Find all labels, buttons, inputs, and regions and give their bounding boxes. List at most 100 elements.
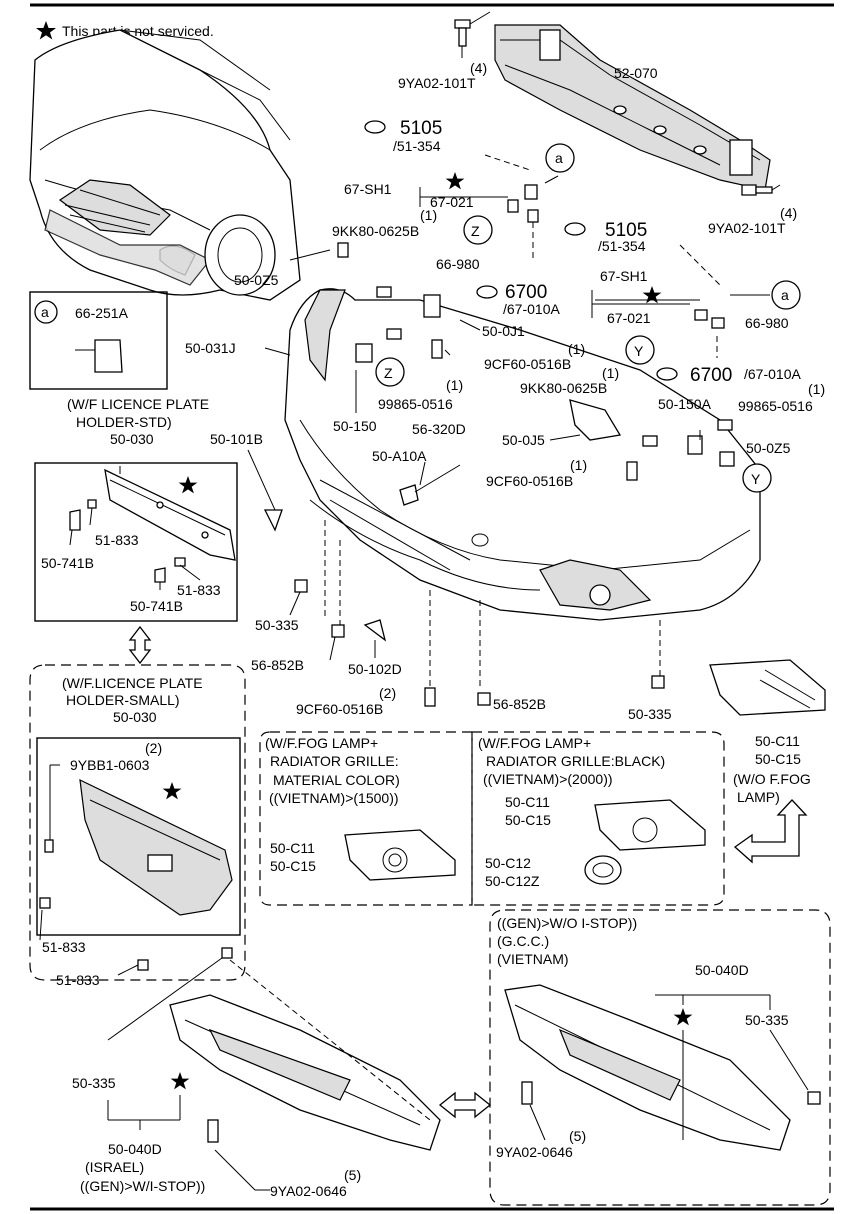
label-99865-0516-b-qty: (1)	[808, 381, 825, 397]
label-50-c11-b: 50-C11	[505, 794, 550, 810]
bolt-9ya02-101t-top	[454, 11, 491, 58]
label-gen-w: ((GEN)>W/I-STOP))	[80, 1178, 205, 1194]
label-a-circle-1: a	[555, 150, 563, 166]
bolt-9ya02-101t-right	[741, 184, 781, 196]
label-99865-0516-a: 99865-0516	[378, 396, 453, 412]
label-6700-a: 6700	[505, 282, 547, 303]
star-icon	[162, 782, 182, 800]
label-fog-mat-3: MATERIAL COLOR)	[273, 772, 400, 788]
label-9ya02-0646-a: 9YA02-0646	[496, 1144, 573, 1160]
label-9ya02-0646-a-qty: (5)	[569, 1128, 586, 1144]
label-56-852b-b: 56-852B	[493, 696, 546, 712]
label-99865-0516-a-qty: (1)	[446, 377, 463, 393]
label-67-sh1-a: 67-SH1	[344, 181, 392, 197]
label-wf-std-2: HOLDER-STD)	[76, 414, 172, 430]
label-9kk80-0625b-a-qty: (1)	[420, 207, 437, 223]
label-50-c15-b: 50-C15	[505, 812, 551, 828]
label-50-031j: 50-031J	[185, 340, 236, 356]
star-icon	[642, 286, 662, 304]
label-y-circle-2: Y	[751, 471, 761, 487]
label-israel: (ISRAEL)	[85, 1159, 144, 1175]
label-9ybb1-0603: 9YBB1-0603	[70, 757, 150, 773]
label-9ya02-101t-b: 9YA02-101T	[708, 220, 786, 236]
label-50-030-b: 50-030	[113, 709, 157, 725]
label-wf-small-1: (W/F.LICENCE PLATE	[62, 675, 203, 691]
fog-lamp-material-color-box	[259, 731, 473, 906]
label-51-833-d: 51-833	[56, 972, 100, 988]
label-50-335-d: 50-335	[72, 1075, 116, 1091]
label-56-852b-a: 56-852B	[251, 657, 304, 673]
label-9kk80-0625b-b: 9KK80-0625B	[520, 380, 607, 396]
label-51-354-a: /51-354	[393, 138, 441, 154]
under-cover-israel	[169, 994, 441, 1151]
label-9ya02-101t-a: 9YA02-101T	[398, 75, 476, 91]
license-plate-holder-small-box	[29, 664, 246, 981]
label-fog-mat-4: ((VIETNAM)>(1500))	[269, 790, 399, 806]
label-66-980-a: 66-980	[436, 256, 480, 272]
label-50-a10a: 50-A10A	[372, 448, 427, 464]
label-51-833-b: 51-833	[177, 582, 221, 598]
label-66-980-b: 66-980	[745, 315, 789, 331]
label-9cf60-0516b-b-qty: (1)	[570, 457, 587, 473]
label-50-c11-c: 50-C11	[270, 840, 315, 856]
label-gen-wo-2: (G.C.C.)	[497, 933, 549, 949]
label-9cf60-0516b-c: 9CF60-0516B	[296, 701, 383, 717]
label-wo-fog-2: LAMP)	[737, 789, 780, 805]
label-50-150a: 50-150A	[658, 396, 712, 412]
label-51-833-c: 51-833	[42, 939, 86, 955]
label-9cf60-0516b-b: 9CF60-0516B	[486, 473, 573, 489]
label-50-c15-a: 50-C15	[755, 751, 801, 767]
star-marks	[162, 172, 693, 1090]
label-6700-b: 6700	[690, 365, 732, 386]
label-52-070: 52-070	[614, 65, 658, 81]
bumper-reinforcement	[494, 24, 771, 191]
label-5105-b: 5105	[605, 220, 647, 241]
label-50-0j5: 50-0J5	[502, 432, 545, 448]
label-9ya02-101t-b-qty: (4)	[780, 205, 797, 221]
label-50-c15-c: 50-C15	[270, 858, 316, 874]
label-67-sh1-b: 67-SH1	[600, 268, 648, 284]
star-icon	[170, 1072, 190, 1090]
label-fog-blk-2: RADIATOR GRILLE:BLACK)	[486, 753, 665, 769]
car-illustration	[29, 29, 301, 301]
label-fog-blk-1: (W/F.FOG LAMP+	[478, 735, 591, 751]
label-99865-0516-b: 99865-0516	[738, 398, 813, 414]
label-9kk80-0625b-b-qty: (1)	[602, 365, 619, 381]
label-67-010a-b: /67-010A	[744, 366, 801, 382]
leader-lines	[229, 154, 770, 1121]
label-9cf60-0516b-a: 9CF60-0516B	[484, 356, 571, 372]
label-66-251a: 66-251A	[75, 305, 129, 321]
label-50-c12z: 50-C12Z	[485, 873, 540, 889]
label-9ya02-0646-b: 9YA02-0646	[270, 1183, 347, 1199]
arrow-indicators	[128, 625, 808, 1119]
label-a-box-circle: a	[41, 304, 49, 320]
fasteners	[39, 184, 821, 1143]
gen-wo-istop-box	[489, 909, 831, 1206]
label-56-320d: 56-320D	[412, 421, 466, 437]
label-67-010a-a: /67-010A	[503, 301, 560, 317]
label-50-741b-b: 50-741B	[130, 598, 183, 614]
label-50-030-a: 50-030	[110, 431, 154, 447]
star-icon	[673, 1008, 693, 1026]
label-50-335-c: 50-335	[745, 1012, 789, 1028]
label-wf-small-2: HOLDER-SMALL)	[66, 692, 180, 708]
label-gen-wo-1: ((GEN)>W/O I-STOP))	[497, 915, 637, 931]
star-icon	[36, 21, 56, 40]
label-gen-wo-3: (VIETNAM)	[497, 951, 569, 967]
label-50-0j1: 50-0J1	[482, 323, 525, 339]
label-67-021-a: 67-021	[430, 194, 474, 210]
legend-text: This part is not serviced.	[62, 23, 214, 39]
label-50-335-b: 50-335	[628, 706, 672, 722]
label-z-circle-1: Z	[471, 223, 480, 239]
label-50-102d: 50-102D	[348, 661, 402, 677]
fog-lamp-black-box	[471, 731, 725, 906]
label-9cf60-0516b-c-qty: (2)	[379, 685, 396, 701]
label-51-833-a: 51-833	[95, 532, 139, 548]
label-50-c11-a: 50-C11	[755, 733, 800, 749]
label-50-741b-a: 50-741B	[41, 555, 94, 571]
label-z-circle-2: Z	[384, 365, 393, 381]
label-fog-mat-1: (W/F.FOG LAMP+	[265, 735, 378, 751]
label-67-021-b: 67-021	[607, 310, 651, 326]
label-5105-a: 5105	[400, 118, 442, 139]
label-50-0z5-b: 50-0Z5	[746, 440, 791, 456]
